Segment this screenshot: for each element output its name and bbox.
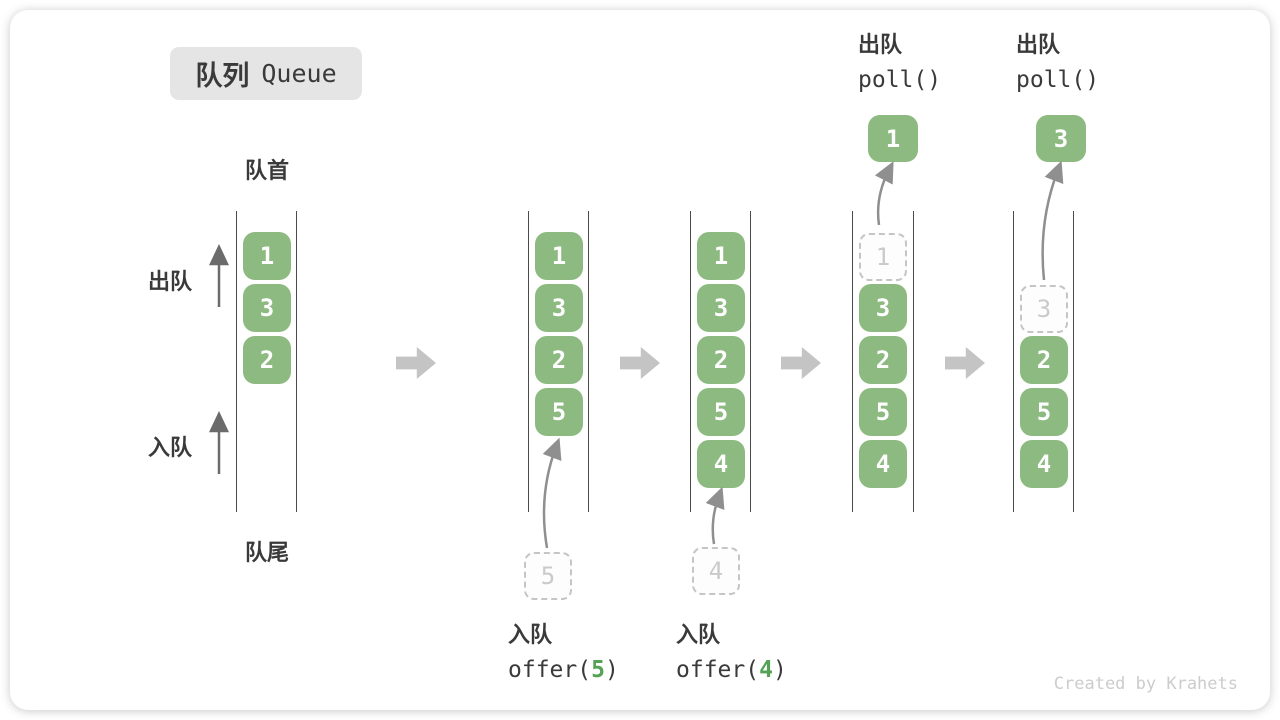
queue-item: 5 [535,388,583,436]
enqueue-4-annotation: 入队 offer(4) [676,617,787,683]
enqueue-label: 入队 [148,435,193,460]
enqueue-5-annotation: 入队 offer(5) [508,617,619,683]
queue-column-3 [690,211,751,512]
queue-front-label: 队首 [244,158,289,183]
code-arg: 4 [759,657,773,683]
queue-item: 5 [697,388,745,436]
queue-item: 3 [697,284,745,332]
polled-item: 1 [868,115,918,162]
queue-item: 2 [535,336,583,384]
code-text: ) [772,657,787,683]
queue-column-5 [1013,211,1074,512]
poll-1-annotation: 出队 poll() [858,27,941,93]
title-zh: 队列 [195,61,250,91]
queue-item: 2 [243,336,291,384]
queue-item: 5 [859,388,907,436]
poll-1-code: poll() [858,67,942,93]
code-text: ) [604,657,619,683]
enqueue-pending-item: 4 [692,547,740,595]
credit-text: Created by Krahets [1053,674,1238,694]
queue-item: 3 [535,284,583,332]
enqueue-5-code: offer(5) [508,657,619,683]
polled-item: 3 [1036,115,1086,162]
queue-item: 5 [1020,388,1068,436]
queue-item: 1 [697,232,745,280]
queue-item: 4 [1020,440,1068,488]
queue-item: 3 [243,284,291,332]
dequeue-label: 出队 [148,269,193,294]
poll-3-code: poll() [1016,67,1100,93]
queue-item: 2 [1020,336,1068,384]
queue-column-2 [528,211,589,512]
title-badge: 队列 Queue [170,47,362,100]
queue-column-4 [852,211,914,512]
code-text: offer( [676,657,760,683]
code-arg: 5 [591,657,605,683]
code-text: offer( [508,657,592,683]
enqueue-4-label: 入队 [676,622,721,647]
queue-item: 1 [243,232,291,280]
queue-column-1 [236,211,297,512]
queue-item: 2 [859,336,907,384]
queue-rear-label: 队尾 [244,540,289,565]
enqueue-5-label: 入队 [508,622,553,647]
poll-3-label: 出队 [1016,32,1061,57]
enqueue-4-code: offer(4) [676,657,787,683]
queue-item: 4 [697,440,745,488]
poll-3-annotation: 出队 poll() [1016,27,1099,93]
enqueue-pending-item: 5 [524,552,572,600]
dequeued-slot: 3 [1020,285,1068,333]
queue-item: 1 [535,232,583,280]
queue-item: 2 [697,336,745,384]
queue-item: 4 [859,440,907,488]
title-en: Queue [261,59,337,88]
dequeued-slot: 1 [859,233,907,281]
poll-1-label: 出队 [858,32,903,57]
queue-item: 3 [859,284,907,332]
